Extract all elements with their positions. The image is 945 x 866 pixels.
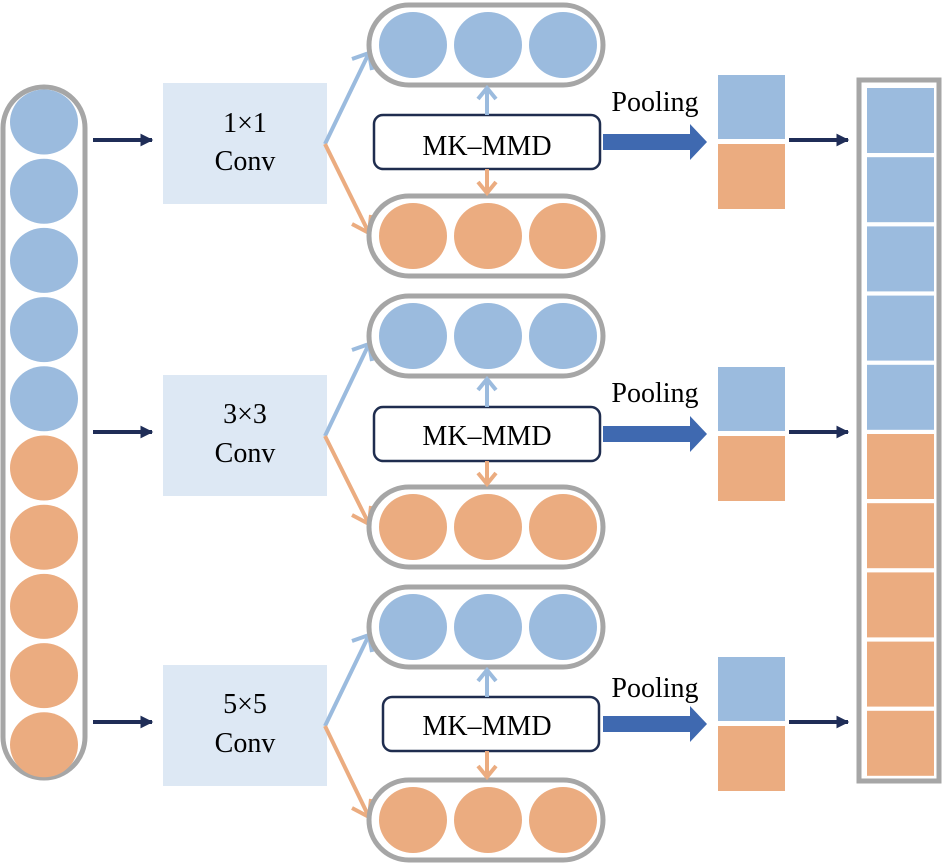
output-cell-target [867, 434, 934, 499]
branch-2-labels: 3×3 Conv MK–MMD Pooling [215, 378, 699, 469]
source-feature-node [529, 12, 597, 78]
target-feature-node [379, 494, 447, 560]
source-feature-node [454, 303, 522, 369]
pooling-arrow [603, 124, 707, 160]
target-feature-node [454, 494, 522, 560]
source-feature-node [454, 594, 522, 660]
input-node-source [10, 366, 78, 432]
mmd-up-arrowhead [476, 84, 498, 101]
branch-2-conv-size: 3×3 [223, 399, 267, 430]
pooled-source-square [718, 367, 785, 431]
branch-2-mmd-label: MK–MMD [422, 421, 551, 452]
source-feature-node [529, 303, 597, 369]
input-node-target [10, 573, 78, 639]
target-feature-node [454, 203, 522, 269]
output-cell-source [867, 88, 934, 153]
input-node-target [10, 643, 78, 709]
output-cell-source [867, 157, 934, 223]
source-feature-node [379, 303, 447, 369]
branch-3-conv-label: Conv [215, 728, 276, 759]
conv-to-target-arrow [323, 725, 370, 816]
branch-1-conv-label: Conv [215, 146, 276, 177]
conv-to-target-arrow [323, 143, 370, 232]
mmd-up-arrowhead [476, 375, 498, 392]
target-feature-node [529, 494, 597, 560]
output-cell-target [867, 641, 934, 707]
input-node-target [10, 712, 78, 778]
branch-1 [93, 2, 850, 279]
branches [93, 2, 850, 863]
branch-3 [93, 584, 850, 863]
input-node-source [10, 158, 78, 224]
pooling-arrow [603, 416, 707, 452]
conv-to-source-arrow [323, 345, 370, 437]
target-feature-node [379, 203, 447, 269]
mmd-down-arrowhead [476, 764, 498, 781]
target-feature-node [529, 203, 597, 269]
target-feature-node [454, 787, 522, 853]
source-feature-node [454, 12, 522, 78]
pooled-target-square [718, 436, 785, 501]
input-nodes [10, 89, 78, 778]
output-cells [867, 88, 934, 776]
branch-3-mmd-label: MK–MMD [422, 711, 551, 742]
source-feature-node [379, 12, 447, 78]
input-node-source [10, 89, 78, 155]
pooled-source-square [718, 75, 785, 139]
branch-1-pooling-label: Pooling [611, 87, 698, 118]
output-column [856, 77, 942, 784]
branch-1-labels: 1×1 Conv MK–MMD Pooling [215, 87, 699, 177]
input-node-target [10, 435, 78, 501]
input-node-source [10, 297, 78, 363]
output-cell-target [867, 503, 934, 569]
output-cell-target [867, 572, 934, 638]
target-feature-node [379, 787, 447, 853]
mmd-down-arrowhead [476, 471, 498, 488]
output-cell-source [867, 364, 934, 430]
mk-mmd-box [381, 695, 601, 753]
source-feature-node [529, 594, 597, 660]
branch-2 [93, 293, 850, 570]
output-cell-source [867, 226, 934, 292]
branch-2-pooling-label: Pooling [611, 378, 698, 409]
mmd-down-arrowhead [476, 180, 498, 197]
input-column [0, 84, 88, 781]
branch-1-mmd-label: MK–MMD [422, 131, 551, 162]
pooled-target-square [718, 726, 785, 791]
pooled-source-square [718, 657, 785, 721]
branch-2-conv-label: Conv [215, 438, 276, 469]
output-cell-source [867, 295, 934, 361]
mmd-up-arrowhead [476, 666, 498, 683]
conv-box [163, 665, 327, 786]
input-node-source [10, 227, 78, 293]
branch-3-conv-size: 5×5 [223, 689, 267, 720]
input-node-target [10, 504, 78, 570]
conv-box [163, 375, 327, 496]
target-feature-node [529, 787, 597, 853]
conv-to-target-arrow [323, 435, 370, 523]
branch-3-pooling-label: Pooling [611, 673, 698, 704]
branch-3-labels: 5×5 Conv MK–MMD Pooling [215, 673, 699, 759]
output-cell-target [867, 710, 934, 776]
pooled-target-square [718, 144, 785, 209]
source-feature-node [379, 594, 447, 660]
conv-to-source-arrow [323, 636, 370, 727]
conv-box [163, 83, 327, 204]
pooling-arrow [603, 706, 707, 742]
branch-1-conv-size: 1×1 [223, 108, 267, 139]
conv-to-source-arrow [323, 54, 370, 145]
